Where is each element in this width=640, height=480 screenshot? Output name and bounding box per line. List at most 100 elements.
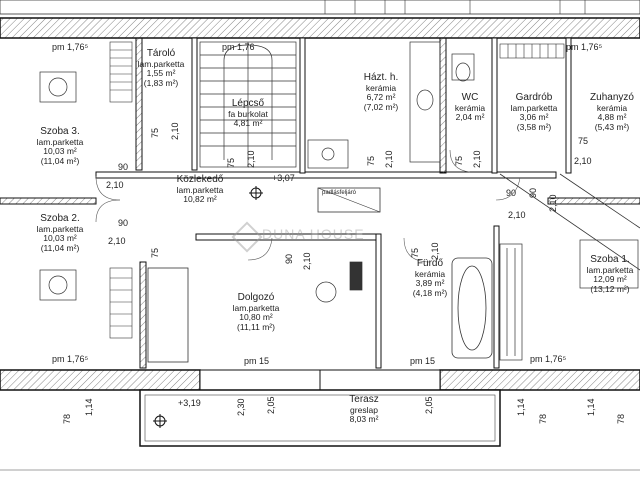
room-material: lam.parketta xyxy=(510,102,558,113)
room-label-gardrob: Gardrób lam.parketta 3,06 m² (3,58 m²) xyxy=(511,92,558,133)
room-material: lam.parketta xyxy=(36,223,84,234)
room-area-gross: (5,43 m²) xyxy=(594,122,630,133)
room-area-gross: (11,11 m²) xyxy=(237,322,275,333)
room-area: 6,72 m² xyxy=(366,92,396,103)
staircase xyxy=(199,41,297,168)
room-material: lam.parketta xyxy=(176,184,224,195)
room-label-dolgozo: Dolgozó lam.parketta 10,80 m² (11,11 m²) xyxy=(233,292,280,333)
door-dim: 2,10 xyxy=(508,210,526,220)
pm-label: pm 1,76⁵ xyxy=(52,354,89,364)
bottom-wall-left xyxy=(0,369,201,391)
room-area: 3,06 m² xyxy=(519,112,549,123)
bathtub xyxy=(451,257,493,359)
top-strip xyxy=(0,0,640,15)
pm-label: pm 1,76⁵ xyxy=(52,42,89,52)
mid-wall-left xyxy=(0,197,97,205)
roof-line-1 xyxy=(499,173,640,271)
room-name: Dolgozó xyxy=(237,292,275,303)
bottom-dim: 1,14 xyxy=(84,398,94,416)
door-dim: 2,10 xyxy=(302,252,312,270)
room-label-lepcso: Lépcső fa burkolat 4,81 m² xyxy=(228,98,268,129)
room-area-gross: (4,18 m²) xyxy=(412,288,448,299)
utility-fixtures xyxy=(307,41,441,169)
room-area: 10,82 m² xyxy=(183,194,217,205)
top-window-marks xyxy=(324,0,586,14)
room-label-furdo: Fürdő kerámia 3,89 m² (4,18 m²) xyxy=(413,258,447,299)
room-label-terasz: Terasz greslap 8,03 m² xyxy=(349,394,378,425)
level-marker xyxy=(153,186,263,428)
room-label-szoba3: Szoba 3. lam.parketta 10,03 m² (11,04 m²… xyxy=(37,126,84,167)
room-area: 4,88 m² xyxy=(597,112,627,123)
wall-v1 xyxy=(135,37,143,171)
roof-line-2 xyxy=(559,173,640,229)
room-material: lam.parketta xyxy=(137,58,185,69)
room-name: Szoba 2. xyxy=(40,213,80,224)
room-area-gross: (11,04 m²) xyxy=(40,243,80,254)
bottom-dim: 1,14 xyxy=(586,398,596,416)
level-label: +3,07 xyxy=(272,173,295,183)
door-dim: 2,10 xyxy=(548,194,558,212)
room-material: kerámia xyxy=(596,102,628,113)
wall-v6 xyxy=(565,37,572,174)
door-dim: 90 xyxy=(118,218,129,228)
room-label-taroló: Tároló lam.parketta 1,55 m² (1,83 m²) xyxy=(138,48,185,89)
bottom-dim: 2,05 xyxy=(266,396,276,414)
wall-v4 xyxy=(439,37,447,174)
terrace xyxy=(139,389,501,447)
room-name: WC xyxy=(461,92,479,103)
room-area: 10,03 m² xyxy=(43,146,77,157)
bottom-dim: 78 xyxy=(538,413,548,424)
room-area: 10,03 m² xyxy=(43,233,77,244)
door-dim: 75 xyxy=(150,247,160,258)
bottom-wall-right xyxy=(439,369,640,391)
door-dim: 75 xyxy=(150,127,160,138)
shower-panel xyxy=(499,243,523,361)
pm-label: pm 15 xyxy=(410,356,436,366)
room-name: Gardrób xyxy=(515,92,553,103)
room-name: Házt. h. xyxy=(363,72,399,83)
room-label-szoba2: Szoba 2. lam.parketta 10,03 m² (11,04 m²… xyxy=(37,213,84,254)
office-wall-left xyxy=(139,261,147,369)
bottom-dim: 78 xyxy=(62,413,72,424)
room-label-zuhanyzo: Zuhanyzó kerámia 4,88 m² (5,43 m²) xyxy=(590,92,634,133)
room-area-gross: (3,58 m²) xyxy=(516,122,552,133)
room-name: Fürdő xyxy=(416,258,444,269)
radiators xyxy=(109,41,133,339)
door-dim: 2,10 xyxy=(430,242,440,260)
office-box xyxy=(147,267,189,363)
door-dim: 2,10 xyxy=(170,122,180,140)
door-dim: 75 xyxy=(578,136,589,146)
door-dim: 75 xyxy=(366,155,376,166)
room-area-gross: (11,04 m²) xyxy=(40,156,80,167)
room-material: lam.parketta xyxy=(586,264,634,275)
room-label-kozlekedo: Közlekedő lam.parketta 10,82 m² xyxy=(177,174,224,205)
pm-label: pm 1,76⁵ xyxy=(566,42,603,52)
room-name: Terasz xyxy=(349,394,379,405)
room-area-gross: (7,02 m²) xyxy=(363,102,399,113)
door-dim: 75 xyxy=(410,247,420,258)
door-dim: 2,10 xyxy=(246,150,256,168)
door-dim: 2,10 xyxy=(108,236,126,246)
room-area: 3,89 m² xyxy=(415,278,445,289)
room-label-szoba1: Szoba 1. lam.parketta 12,09 m² (13,12 m²… xyxy=(587,254,634,295)
pm-label: pm 1,76 xyxy=(222,42,255,52)
door-swings xyxy=(95,149,521,263)
room-name: Tároló xyxy=(146,48,176,59)
top-wall xyxy=(0,17,640,39)
wall-v2 xyxy=(191,37,198,171)
wc-fixture xyxy=(451,53,475,82)
corridor-top-wall xyxy=(95,171,557,179)
office-wall-right xyxy=(375,233,382,369)
door-dim: 2,10 xyxy=(574,156,592,166)
watermark: DUNA HOUSE xyxy=(262,226,365,242)
room-area: 12,09 m² xyxy=(593,274,627,285)
wall-v3 xyxy=(299,37,306,174)
mid-wall-right xyxy=(547,197,640,205)
room-area: 8,03 m² xyxy=(349,414,379,425)
door-dim: 75 xyxy=(454,155,464,166)
room-label-haztartasi: Házt. h. kerámia 6,72 m² (7,02 m²) xyxy=(364,72,398,113)
bottom-dim: 2,30 xyxy=(236,398,246,416)
bottom-dim: 1,14 xyxy=(516,398,526,416)
room-name: Szoba 3. xyxy=(40,126,80,137)
